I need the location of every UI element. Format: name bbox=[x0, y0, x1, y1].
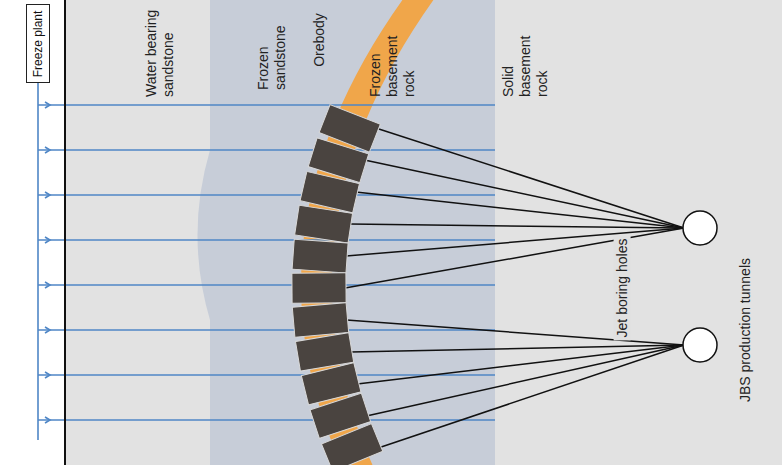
jet-boring-holes bbox=[345, 128, 684, 448]
plant-label: Freeze plant bbox=[31, 10, 45, 77]
flow-mark bbox=[45, 102, 50, 108]
freeze-pipe bbox=[38, 104, 495, 106]
freeze-pipe bbox=[38, 419, 495, 421]
block-rect bbox=[321, 424, 382, 465]
freeze-pipe bbox=[38, 284, 495, 286]
zone-label: Solid basement rock bbox=[500, 7, 550, 97]
bore-hole bbox=[378, 345, 684, 448]
freeze-pipe bbox=[38, 329, 495, 331]
flow-mark bbox=[45, 327, 50, 333]
bore-hole bbox=[366, 345, 684, 416]
flow-mark bbox=[45, 237, 50, 243]
bore-hole bbox=[376, 128, 684, 228]
block-rect bbox=[292, 273, 346, 303]
freeze-main bbox=[37, 83, 39, 440]
surface-line bbox=[64, 0, 66, 465]
bore-hole bbox=[356, 192, 684, 228]
bore-hole bbox=[347, 320, 685, 345]
freeze-pipe bbox=[38, 194, 495, 196]
zone-label: Frozen basement rock bbox=[367, 7, 417, 97]
production-tunnel bbox=[683, 211, 717, 245]
block bbox=[292, 239, 348, 273]
flow-mark bbox=[45, 192, 50, 198]
zone-label: Water bearing sandstone bbox=[143, 7, 177, 97]
block-rect bbox=[292, 239, 348, 273]
flow-mark bbox=[45, 282, 50, 288]
block bbox=[292, 303, 348, 338]
freeze-pipes bbox=[38, 83, 495, 440]
flow-mark bbox=[45, 372, 50, 378]
bore-hole bbox=[365, 160, 685, 228]
zone-label: Orebody bbox=[311, 13, 328, 67]
bore-hole bbox=[345, 228, 684, 288]
zone-label: Frozen sandstone bbox=[255, 10, 289, 90]
plant-box: Freeze plant bbox=[26, 4, 50, 83]
block-rect bbox=[295, 205, 353, 243]
freeze-pipe bbox=[38, 149, 495, 151]
callout-label: Jet boring holes bbox=[614, 236, 631, 341]
production-tunnel bbox=[683, 328, 717, 362]
frozen-zone bbox=[198, 0, 496, 465]
bore-hole bbox=[346, 228, 684, 256]
callout-label: JBS production tunnels bbox=[737, 258, 754, 402]
flow-mark bbox=[45, 147, 50, 153]
flow-mark bbox=[45, 417, 50, 423]
block bbox=[292, 273, 346, 303]
mined-blocks bbox=[292, 105, 383, 465]
freeze-pipe bbox=[38, 239, 495, 241]
block bbox=[321, 424, 382, 465]
bore-hole bbox=[350, 224, 684, 228]
block bbox=[295, 205, 353, 243]
bore-hole bbox=[357, 345, 684, 384]
ground bbox=[65, 0, 782, 465]
block-rect bbox=[292, 303, 348, 338]
